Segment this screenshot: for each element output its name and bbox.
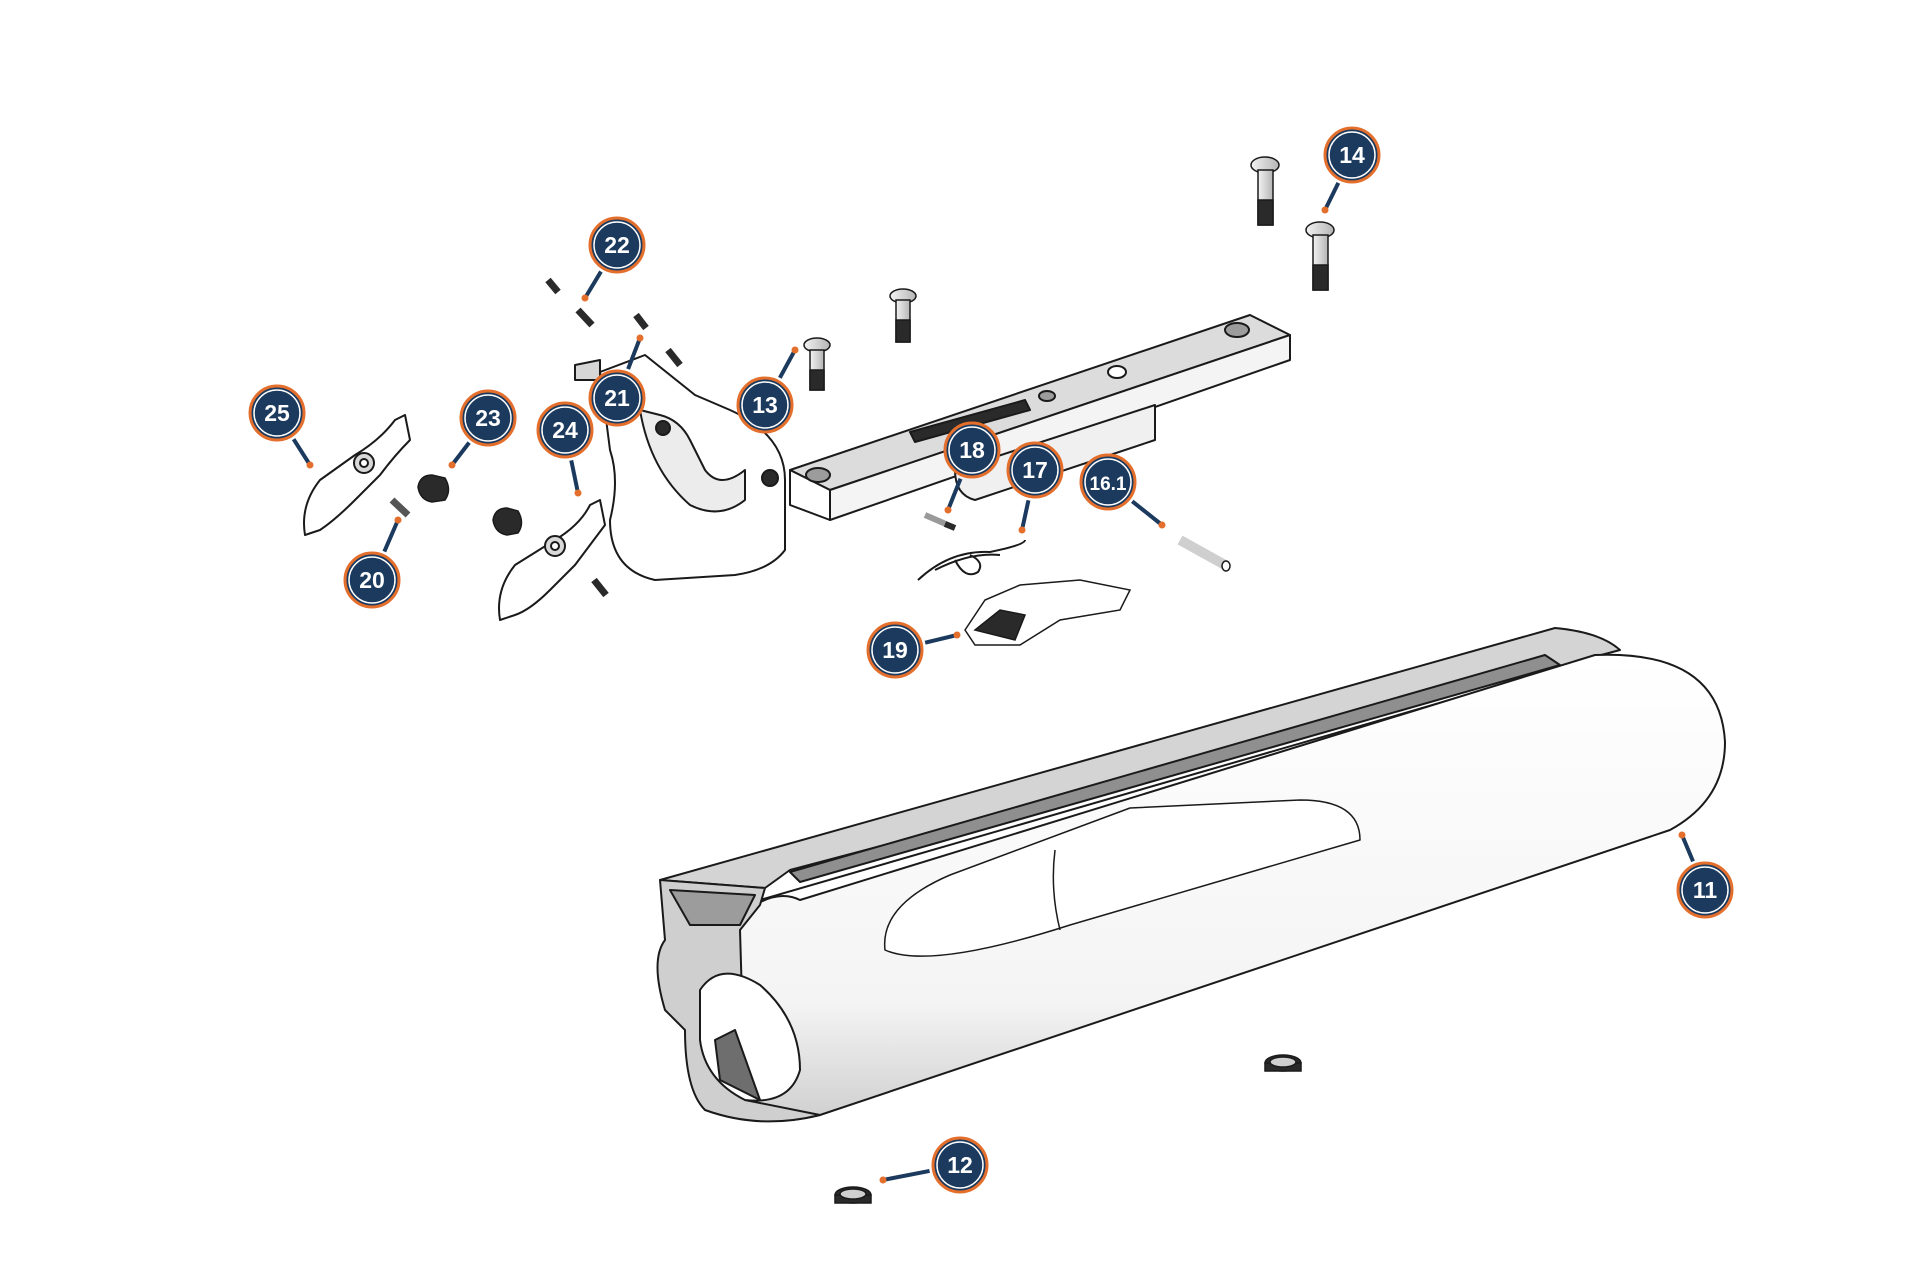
callout-20: 20 [343,516,402,609]
callout-dot [306,461,314,469]
callout-23: 23 [448,389,517,469]
callout-badge-inner-ring [948,426,996,474]
callout-dot [581,294,589,302]
callout-number: 13 [752,392,778,418]
callout-leader [583,270,603,300]
callout-leader [1680,834,1695,863]
callout-badge-inner-ring [541,406,589,454]
small-parts [389,156,1335,1204]
callout-14: 14 [1321,126,1381,214]
callout-25: 25 [248,384,314,469]
callout-22: 22 [581,216,646,302]
callout-badge-inner-ring [593,221,641,269]
callout-dot [879,1176,887,1184]
callout-badge-inner-ring [936,1141,984,1189]
callout-number: 12 [947,1152,973,1178]
callout-number: 19 [882,637,908,663]
ejector-hammer-left [303,414,411,536]
callout-dot [1018,526,1026,534]
callout-badge-inner-ring [464,394,512,442]
callout-badge [536,401,594,459]
callout-number: 23 [475,405,501,431]
callout-badge [1676,861,1734,919]
callout-badge-inner-ring [741,381,789,429]
callout-badge [1079,453,1137,511]
callout-badge-inner-ring [593,374,641,422]
callout-leader [946,478,963,511]
forend-wood [656,627,1726,1123]
callout-number: 22 [604,232,630,258]
callout-12: 12 [879,1136,989,1194]
callout-layer: 11 12 13 14 16.1 17 18 19 20 21 22 23 24 25 [248,126,1734,1194]
callout-dot [791,346,799,354]
callout-badge-inner-ring [871,626,919,674]
callout-dot [1158,521,1166,529]
callout-18: 18 [943,421,1001,514]
callout-leader [924,633,958,645]
callout-badge [943,421,1001,479]
callout-badge-inner-ring [1084,458,1132,506]
callout-badge [459,389,517,447]
callout-badge-inner-ring [348,556,396,604]
callout-badge-inner-ring [1011,446,1059,494]
callout-number: 17 [1022,457,1048,483]
callout-badge [588,216,646,274]
callout-badge-inner-ring [1328,131,1376,179]
callout-badge [931,1136,989,1194]
callout-number: 20 [359,567,385,593]
callout-badge-inner-ring [253,389,301,437]
callout-badge [1006,441,1064,499]
callout-leader [291,438,312,467]
callout-16-1: 16.1 [1079,453,1166,529]
callout-dot [1678,831,1686,839]
forend-iron [574,314,1291,581]
callout-leader [569,459,580,494]
callout-number: 25 [264,400,290,426]
callout-badge [248,384,306,442]
callout-dot [448,461,456,469]
callout-leader [1131,499,1164,527]
callout-dot [944,506,952,514]
callout-badge [343,551,401,609]
callout-leader [882,1168,930,1182]
callout-11: 11 [1676,831,1734,919]
callout-dot [953,631,961,639]
callout-badge [736,376,794,434]
callout-badge [1323,126,1381,184]
callout-dot [394,516,402,524]
callout-leader [382,519,400,553]
callout-leader [450,441,471,467]
callout-number: 11 [1693,877,1718,903]
callout-number: 18 [959,437,985,463]
callout-number: 14 [1339,142,1365,168]
callout-badge [588,369,646,427]
callout-leader [1020,499,1031,531]
callout-leader [626,337,642,370]
callout-badge [866,621,924,679]
ejector-hammer-right [498,499,606,621]
callout-dot [636,334,644,342]
callout-24: 24 [536,401,594,497]
callout-dot [574,489,582,497]
callout-number: 16.1 [1090,474,1127,495]
callout-19: 19 [866,621,961,679]
callout-13: 13 [736,346,799,434]
callout-leader [1323,181,1341,211]
callout-21: 21 [588,334,646,427]
callout-badge-inner-ring [1681,866,1729,914]
callout-dot [1321,206,1329,214]
callout-17: 17 [1006,441,1064,534]
callout-leader [778,349,797,379]
callout-number: 24 [552,417,578,443]
callout-number: 21 [604,385,630,411]
